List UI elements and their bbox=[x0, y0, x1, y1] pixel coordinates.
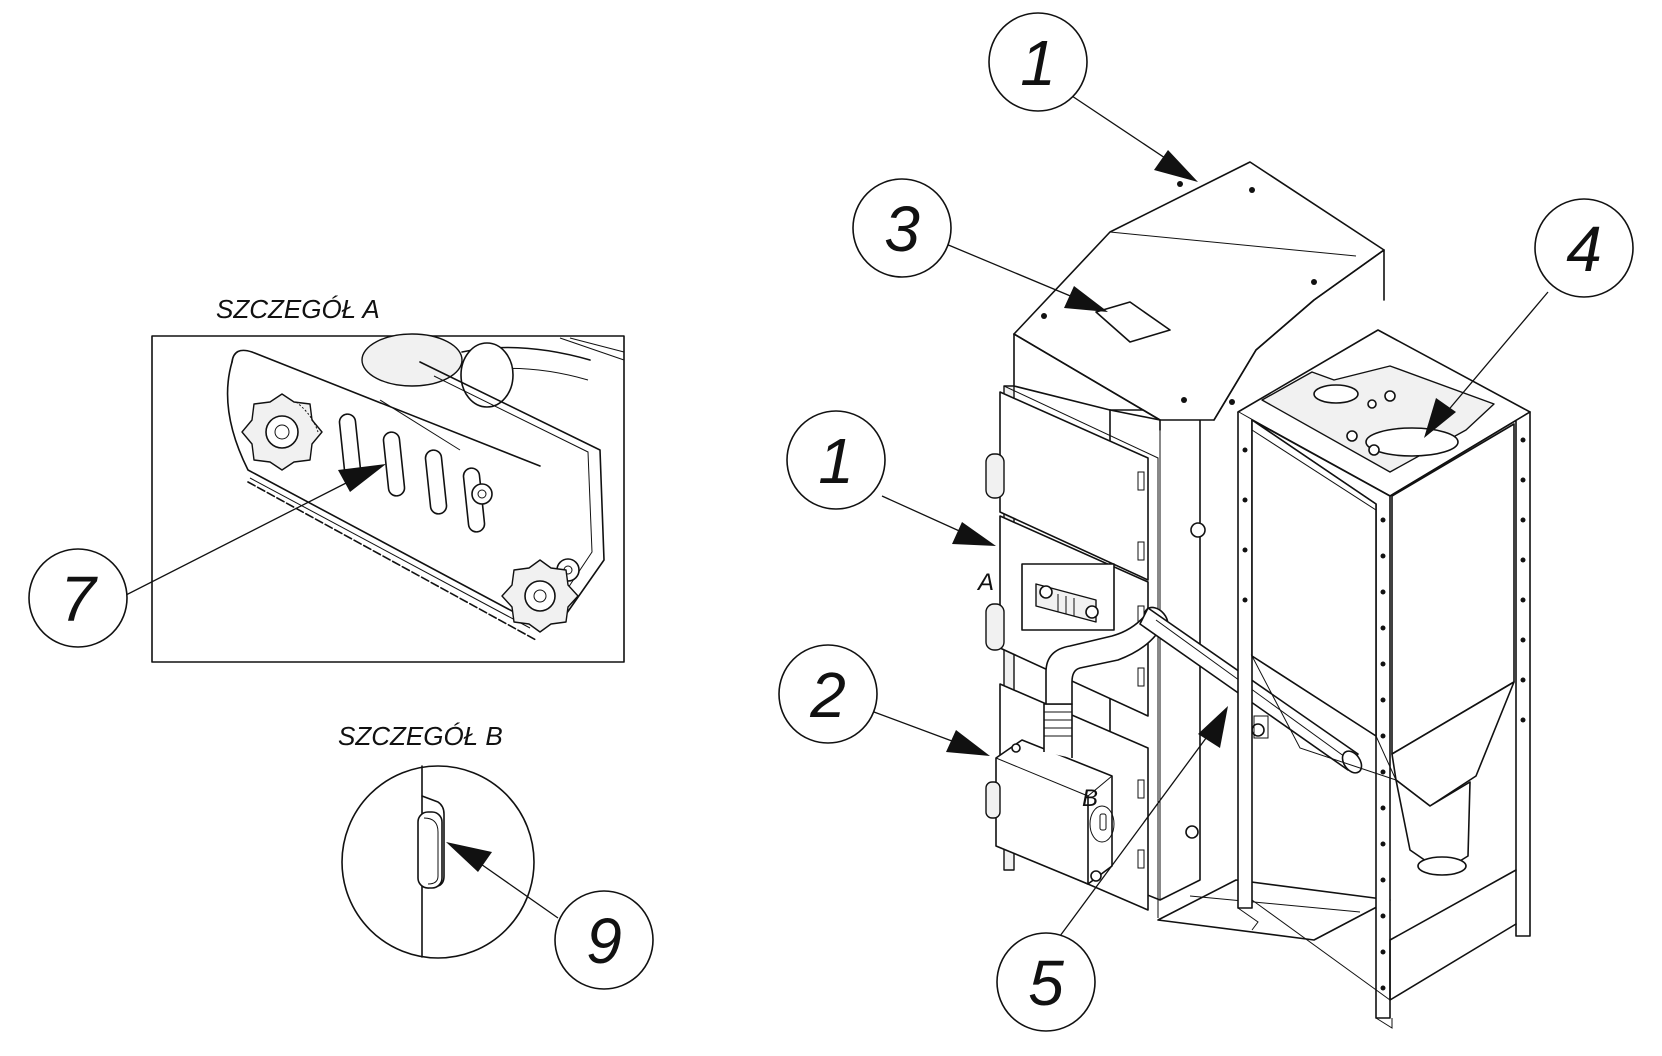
callout-3-leader bbox=[945, 243, 1081, 301]
control-panel bbox=[1095, 301, 1171, 343]
hopper-bolts bbox=[1242, 437, 1526, 991]
callout-3-number: 3 bbox=[884, 193, 920, 265]
callout-7-arrowhead bbox=[338, 464, 386, 492]
detail-a-title: SZCZEGÓŁ A bbox=[216, 294, 380, 324]
callout-9-balloon bbox=[554, 890, 654, 990]
callout-5-number: 5 bbox=[1028, 947, 1064, 1019]
upper-door bbox=[985, 391, 1149, 581]
callout-9-arrowhead bbox=[446, 842, 492, 872]
callout-3-arrowhead bbox=[1064, 286, 1108, 312]
callout-9-number: 9 bbox=[586, 905, 622, 977]
callout-1-door-arrowhead bbox=[952, 522, 996, 546]
callout-4-balloon bbox=[1534, 198, 1634, 298]
callout-2-number: 2 bbox=[809, 659, 846, 731]
callout-5-arrowhead bbox=[1198, 706, 1228, 748]
detail-a: SZCZEGÓŁ A bbox=[28, 294, 625, 663]
callout-4-arrowhead bbox=[1424, 398, 1456, 438]
callout-1-top-arrowhead bbox=[1154, 150, 1198, 182]
detail-b: SZCZEGÓŁ B 9 bbox=[338, 721, 654, 990]
callout-5-leader bbox=[1059, 729, 1213, 937]
callout-4-number: 4 bbox=[1566, 213, 1602, 285]
callout-1-top-balloon bbox=[988, 12, 1088, 112]
view-marker-b: B bbox=[1082, 785, 1098, 812]
detail-b-artwork bbox=[417, 765, 445, 958]
callout-1-door-balloon bbox=[786, 410, 886, 510]
callout-2-leader bbox=[873, 711, 961, 745]
callout-7-leader bbox=[123, 479, 353, 597]
callout-5-balloon bbox=[996, 932, 1096, 1032]
pellet-hopper bbox=[1237, 329, 1531, 1029]
callout-1-door-number: 1 bbox=[818, 425, 854, 497]
callout-4-leader bbox=[1439, 291, 1549, 421]
callout-1-top-number: 1 bbox=[1020, 27, 1056, 99]
callout-1-top-leader bbox=[1071, 95, 1181, 169]
view-marker-a: A bbox=[976, 569, 994, 596]
hopper-lid bbox=[1365, 427, 1459, 457]
callout-9-leader bbox=[477, 861, 559, 919]
detail-b-title: SZCZEGÓŁ B bbox=[338, 721, 503, 751]
callout-1-door-leader bbox=[881, 495, 967, 535]
callout-2-arrowhead bbox=[946, 730, 990, 756]
callout-7-balloon bbox=[28, 548, 128, 648]
callout-3-balloon bbox=[852, 178, 952, 278]
callout-2-balloon bbox=[778, 644, 878, 744]
callout-7-number: 7 bbox=[60, 563, 98, 635]
